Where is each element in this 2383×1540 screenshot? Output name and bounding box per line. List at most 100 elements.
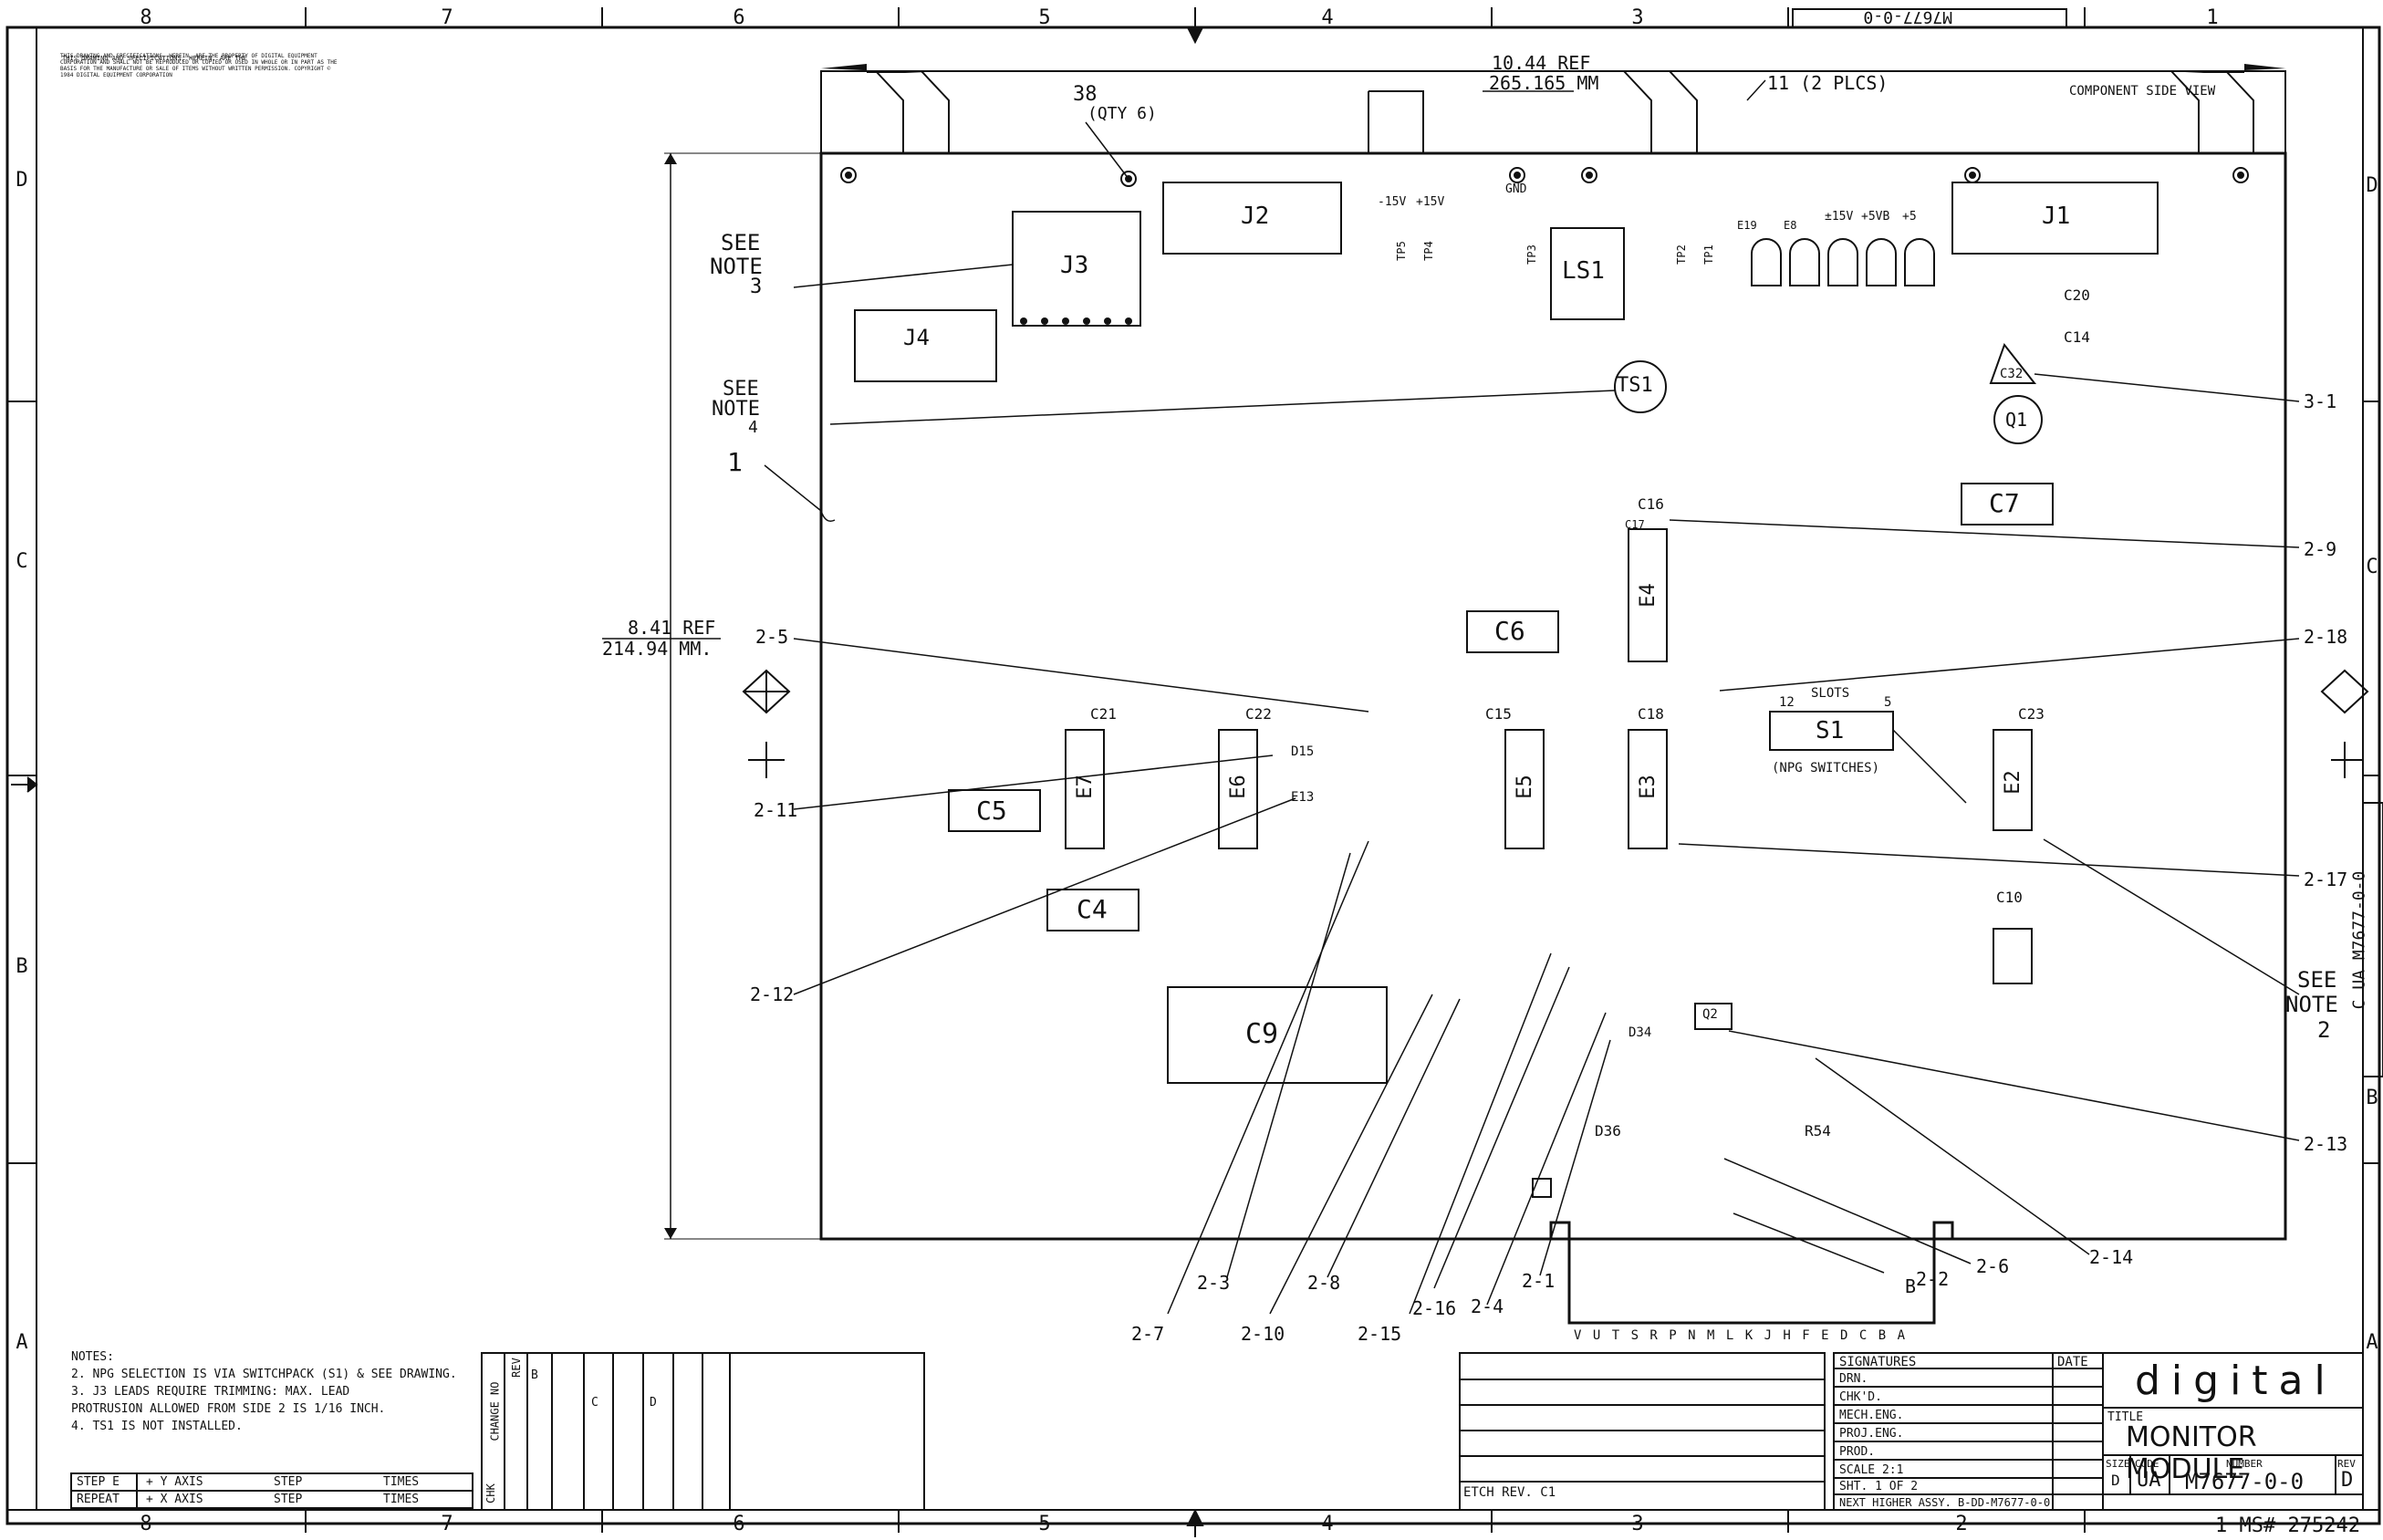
repeat-label: REPEAT [77,1493,120,1506]
callout-2-18: 2-18 [2304,626,2348,648]
label-tp1: TP1 [1701,245,1715,265]
copyright-notice: THIS DRAWING AND SPECIFICATIONS, HEREIN,… [60,53,338,78]
label-c19: C16 [1638,495,1664,513]
label-j2: J2 [1241,203,1270,230]
label-c10: D36 [1595,1122,1621,1139]
zone-top-8: 8 [140,6,151,29]
see-note-4-line3: 4 [748,418,758,437]
cap-c5-body [948,789,1041,832]
label-e2: E2 [2001,770,2024,795]
label-npg-switches: (NPG SWITCHES) [1772,761,1880,775]
zone-right-C: C [2366,556,2378,578]
number-value: M7677-0-0 [2185,1469,2305,1494]
step-y-axis: + Y AXIS [146,1475,203,1489]
zone-right-B: B [2366,1087,2378,1109]
callout-2-8: 2-8 [1307,1272,1341,1294]
see-note-2-line1: SEE [2297,967,2337,993]
rev-value: D [2341,1469,2354,1492]
connector-j2 [1162,182,1342,255]
label-e6: E6 [1226,775,1250,799]
rev-label: REV [2337,1458,2356,1470]
notes-block: NOTES: 2. NPG SELECTION IS VIA SWITCHPAC… [71,1348,473,1435]
note-4: 4. TS1 IS NOT INSTALLED. [71,1420,243,1433]
label-c17: C15 [1485,705,1512,723]
label-plus5: +5 [1902,210,1917,224]
label-d34: E13 [1291,790,1315,805]
label-c6: C6 [1494,616,1525,646]
zone-bottom-2: 2 [1955,1513,1967,1535]
connector-j4 [854,309,997,382]
label-q2: Q2 [1702,1007,1718,1022]
code-value: UA [2137,1469,2161,1492]
sig-mech-eng: MECH.ENG. [1839,1409,1904,1422]
see-note-4-line2: NOTE [712,398,760,421]
zone-bottom-4: 4 [1321,1513,1333,1535]
dip-chips [1065,528,2033,1198]
pcb-board-outline [819,151,2287,1241]
zone-bottom-7: 7 [441,1513,453,1535]
rev-header-rev: REV [509,1358,523,1378]
label-slot-12: 12 [1779,695,1795,710]
note-3a: 3. J3 LEADS REQUIRE TRIMMING: MAX. LEAD [71,1385,350,1399]
connector-j3 [1012,211,1141,327]
rev-b: B [531,1368,538,1382]
label-c16: C18 [1638,705,1664,723]
see-note-2-line3: 2 [2317,1017,2331,1043]
component-side-view-label: COMPONENT SIDE VIEW [2069,84,2216,99]
edge-finger-labels: V U T S R P N M L K J H F E D C B A [1574,1328,1907,1343]
led-indicators [1751,238,1935,286]
zone-top-5: 5 [1038,6,1050,29]
repeat-x-times: TIMES [383,1493,420,1506]
label-tp2: TP2 [1674,245,1688,265]
label-tp4: TP4 [1421,241,1435,261]
zone-side-C: C [16,550,27,573]
callout-2-10: 2-10 [1241,1323,1285,1345]
drawing-title: MONITOR MODULE [2126,1421,2257,1485]
label-j3: J3 [1060,252,1089,279]
label-e4: E4 [1636,583,1660,608]
see-note-3-line2: NOTE [710,254,763,279]
see-note-3-line1: SEE [721,230,761,255]
callout-2-17: 2-17 [2304,869,2348,890]
callout-2-11: 2-11 [754,799,798,821]
label-slots: SLOTS [1811,686,1850,701]
next-higher-assy: NEXT HIGHER ASSY. B-DD-M7677-0-0 [1839,1496,2051,1509]
label-ts1: TS1 [1617,374,1653,397]
note-3b: PROTRUSION ALLOWED FROM SIDE 2 IS 1/16 I… [71,1402,386,1416]
zone-top-7: 7 [441,6,453,29]
notes-header: NOTES: [71,1350,114,1364]
zone-bottom-6: 6 [733,1513,744,1535]
zone-top-4: 4 [1321,6,1333,29]
label-d36: D15 [1291,744,1315,759]
label-c21: C23 [2018,705,2045,723]
label-tp5: TP5 [1394,241,1408,261]
label-c14: R54 [1805,1122,1831,1139]
leader-lines [764,264,2300,1315]
callout-2-4: 2-4 [1471,1295,1504,1317]
label-c32: C32 [2000,367,2024,381]
label-j4: J4 [903,325,930,350]
rev-d: D [650,1396,657,1410]
dim-width-mm: 265.165 MM [1489,72,1598,94]
zone-side-D: D [16,169,27,192]
transistor-q2 [1694,1003,1733,1030]
zone-right-A: A [2366,1331,2378,1354]
see-note-4-line1: SEE [723,378,759,401]
callout-1: 1 [727,447,743,477]
step-y-step: STEP [274,1475,303,1489]
cap-c32-body [1989,342,2037,384]
callout-2-15: 2-15 [1358,1323,1402,1345]
label-pm15v: ±15V [1825,210,1854,224]
dim-width-ref: 10.44 REF [1492,52,1590,74]
cap-c9-body [1167,986,1388,1084]
label-c22: C20 [2064,286,2090,304]
ms-number: 1 MS# 275242 [2215,1514,2360,1537]
dim-height-mm: 214.94 MM. [602,638,712,660]
zone-top-6: 6 [733,6,744,29]
label-gnd: GND [1505,182,1527,196]
connector-j1 [1951,182,2159,255]
repeat-x-axis: + X AXIS [146,1493,203,1506]
label-e3: E3 [1636,775,1660,799]
callout-2-16: 2-16 [1412,1297,1457,1319]
